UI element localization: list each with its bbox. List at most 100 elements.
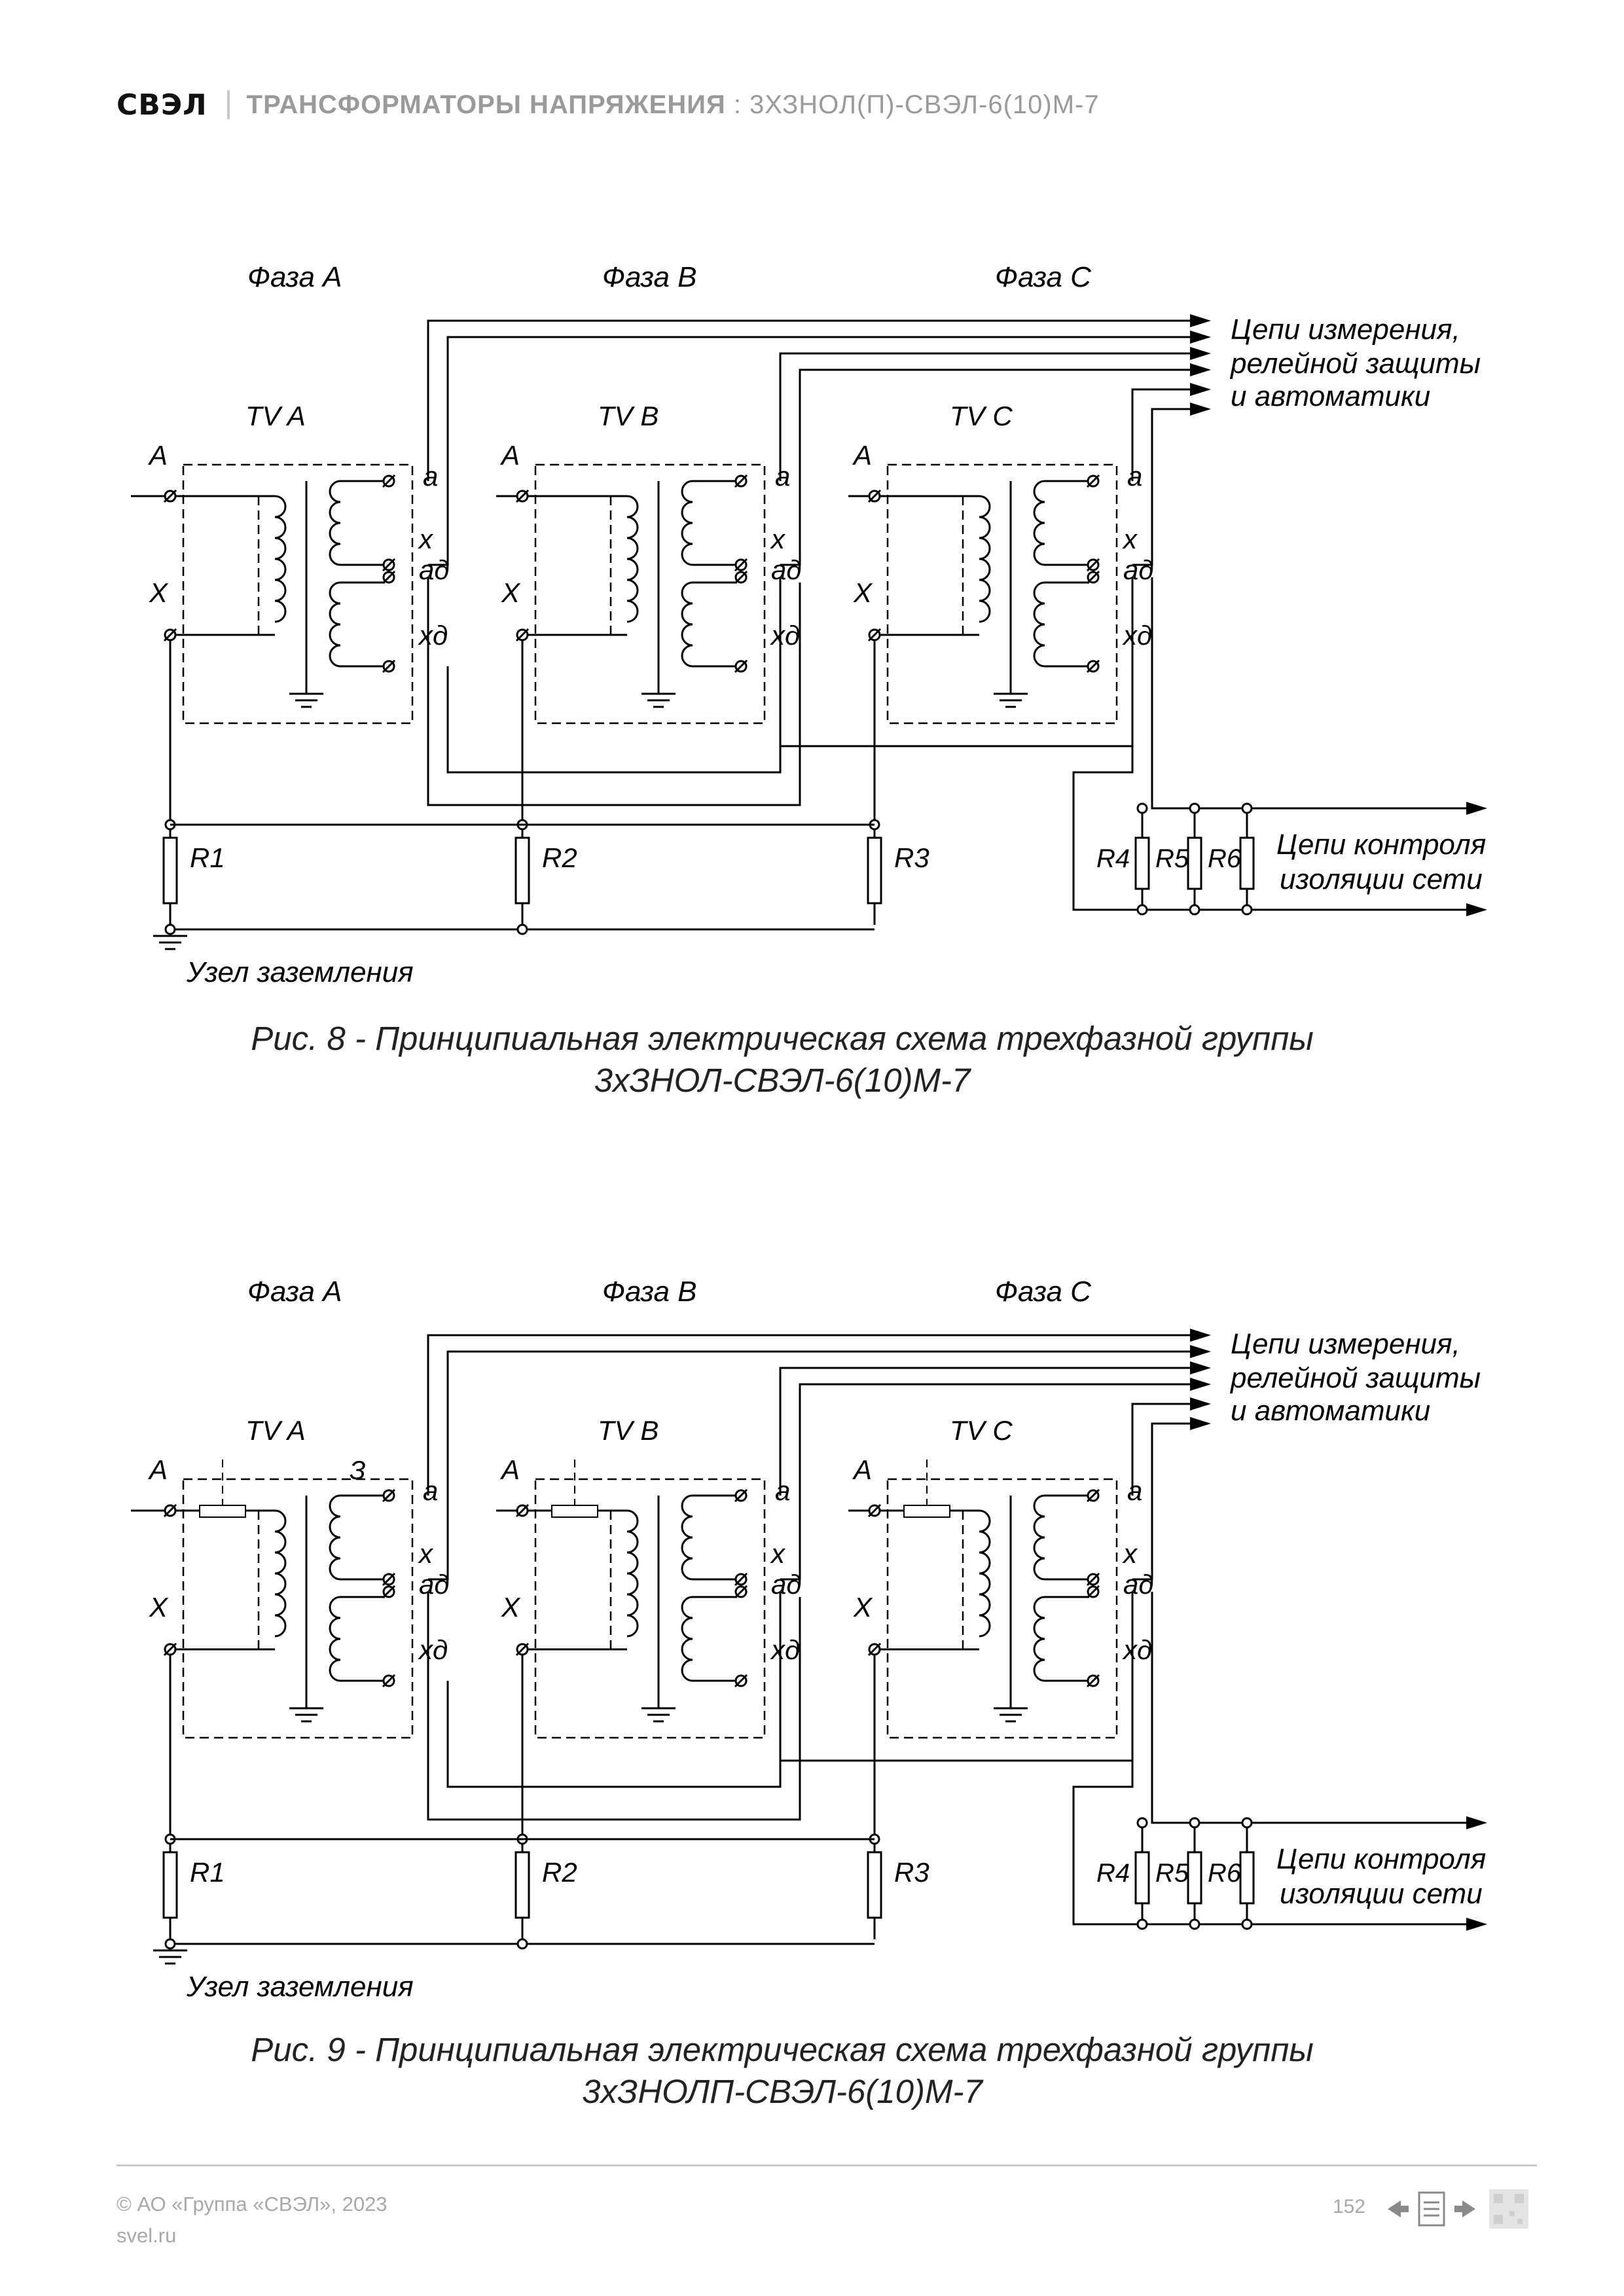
page-header: СВЭЛ ТРАНСФОРМАТОРЫ НАПРЯЖЕНИЯ : 3ХЗНОЛ(… (117, 85, 1100, 124)
transformer-label: TV B (598, 401, 659, 431)
resistor-r3 (867, 836, 882, 905)
transformer-label: TV C (950, 401, 1013, 431)
output-label-line1: Цепи измерения, (1231, 1328, 1460, 1360)
junction-node (1189, 1817, 1200, 1829)
terminal (734, 558, 748, 572)
primary-winding (979, 1509, 991, 1638)
fuse (903, 1505, 950, 1518)
bus-a-phase-a (427, 1334, 1204, 1496)
bus-a-phase-c (1131, 388, 1204, 481)
fuse (199, 1505, 246, 1518)
terminal-slash (382, 659, 396, 673)
terminal-slash (867, 1642, 882, 1657)
terminal (1086, 570, 1100, 584)
terminal-x-label: x (770, 1538, 786, 1569)
prev-page-icon[interactable] (1388, 2200, 1409, 2217)
arrow-head (1466, 802, 1487, 815)
fuse-mark-label: З (350, 1456, 366, 1485)
isolation-label-line1: Цепи контроля (1276, 829, 1486, 861)
resistor-r5 (1187, 1851, 1202, 1905)
terminal-slash (382, 570, 396, 584)
resistor-r6 (1239, 836, 1255, 890)
next-page-icon[interactable] (1454, 2200, 1475, 2217)
resistor-r5 (1187, 836, 1202, 890)
bus-a-phase-a (427, 319, 1204, 481)
terminal (163, 1503, 177, 1518)
terminal-x-label: x (1122, 524, 1138, 554)
header-title-rest: : 3ХЗНОЛ(П)-СВЭЛ-6(10)М-7 (725, 90, 1100, 119)
terminal (734, 1585, 748, 1599)
primary-winding (274, 495, 287, 623)
secondary-winding-aux (1033, 1596, 1045, 1682)
arrow-head (1190, 363, 1211, 376)
secondary-winding-main (329, 480, 341, 566)
open-delta-link (446, 577, 782, 774)
footer-site-link[interactable]: svel.ru (117, 2224, 177, 2247)
terminal-a-label: a (1127, 461, 1142, 492)
terminal-slash (1086, 1585, 1100, 1599)
terminal (382, 659, 396, 673)
junction-node (1241, 802, 1253, 814)
terminal-slash (163, 1642, 177, 1657)
terminal-A-label: A (852, 1454, 872, 1485)
arrow-head (1190, 1361, 1211, 1374)
fig9-caption-line2: 3хЗНОЛП-СВЭЛ-6(10)М-7 (582, 2073, 983, 2110)
terminal-A-label: A (499, 1454, 520, 1485)
terminal (1086, 1585, 1100, 1599)
open-delta-link-bc (779, 1592, 1134, 1762)
terminal-A-label: A (499, 440, 520, 471)
terminal-slash (515, 489, 530, 503)
terminal-xd-label: xд (418, 1634, 448, 1665)
bus-a-phase-b (779, 1367, 1204, 1496)
terminal (1086, 1488, 1100, 1503)
terminal-slash (734, 474, 748, 488)
r4-label: R4 (1096, 1859, 1130, 1888)
terminal (382, 1674, 396, 1688)
secondary-winding-main (1033, 480, 1045, 566)
terminal-xd-label: xд (418, 620, 448, 651)
terminal-X-label: X (501, 1592, 521, 1623)
resistor-r4 (1134, 1851, 1150, 1905)
r6-label: R6 (1208, 1859, 1242, 1888)
terminal-slash (1086, 1488, 1100, 1503)
secondary-winding-main (681, 1494, 693, 1581)
transformer-label: TV A (245, 1415, 306, 1446)
r6-label: R6 (1208, 844, 1242, 873)
terminal (734, 1572, 748, 1587)
transformer-label: TV A (245, 401, 306, 431)
terminal-X-label: X (501, 577, 521, 608)
terminal (382, 1488, 396, 1503)
secondary-winding-main (329, 1494, 341, 1581)
isolation-label-line1: Цепи контроля (1276, 1843, 1486, 1875)
primary-winding (979, 495, 991, 623)
fig8-caption: Рис. 8 - Принципиальная электрическая сх… (79, 1018, 1486, 1102)
transformer-enclosure (182, 1478, 414, 1739)
terminal-slash (1086, 659, 1100, 673)
output-label-line3: и автоматики (1231, 1395, 1430, 1427)
terminal-slash (1086, 1572, 1100, 1587)
terminal (382, 570, 396, 584)
terminal-slash (1086, 1674, 1100, 1688)
arrow-head (1190, 403, 1211, 416)
page-navigation (1388, 2189, 1528, 2229)
header-title: ТРАНСФОРМАТОРЫ НАПРЯЖЕНИЯ : 3ХЗНОЛ(П)-СВ… (247, 90, 1100, 120)
arrow-head (1190, 314, 1211, 327)
transformer-enclosure (886, 463, 1118, 725)
terminal-slash (382, 1585, 396, 1599)
r3-label: R3 (894, 1857, 929, 1888)
resistor-r3 (867, 1851, 882, 1919)
terminal-ad-label: aд (1123, 554, 1154, 585)
isolation-label-line2: изоляции сети (1280, 1878, 1483, 1910)
bus-x-phase-a (428, 336, 1204, 566)
arrow-head (1190, 383, 1211, 396)
r2-label: R2 (542, 842, 577, 873)
arrow-head (1466, 1918, 1487, 1931)
terminal-slash (515, 628, 530, 642)
document-icon[interactable] (1418, 2191, 1445, 2227)
phase-c-label: Фаза С (995, 1276, 1092, 1308)
ground-symbol (994, 692, 1028, 708)
